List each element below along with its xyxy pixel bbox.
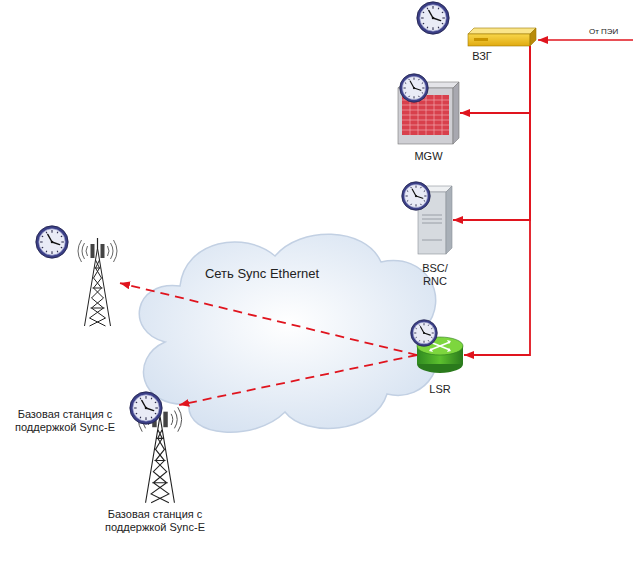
mgw-node: MGW — [398, 82, 459, 144]
node-label: LSR — [407, 383, 473, 396]
node-label: ВЗГ — [446, 50, 518, 63]
clock-icon — [130, 392, 162, 424]
vzg-device — [468, 28, 536, 46]
node-label: Базовая станция с поддержкой Sync-E — [10, 408, 120, 434]
base-station-node: Базовая станция с поддержкой Sync-E — [75, 240, 120, 325]
sync-feed — [464, 46, 530, 355]
sync-feed — [460, 46, 530, 113]
sync-feed — [453, 46, 530, 220]
base-station-node: Базовая станция с поддержкой Sync-E — [135, 405, 185, 502]
tower-icon — [78, 238, 117, 326]
clock-icon — [402, 182, 431, 211]
sync-link — [179, 355, 417, 405]
cloud-shape — [125, 222, 447, 444]
node-label: MGW — [393, 150, 464, 163]
vzg-node: ВЗГ — [466, 28, 536, 46]
bsc-node: BSC/ RNC — [418, 186, 452, 254]
clock-icon — [411, 320, 438, 347]
node-label: Базовая станция с поддержкой Sync-E — [100, 508, 210, 534]
clock-icon — [400, 74, 429, 103]
cloud-node: Сеть Sync Ethernet — [125, 222, 447, 444]
clock-icon — [36, 226, 68, 258]
input-arrow — [538, 39, 633, 41]
node-label: BSC/ RNC — [416, 262, 454, 288]
input-label: От ПЭИ — [588, 27, 619, 37]
lsr-node: LSR — [417, 337, 463, 373]
clock-icon — [417, 2, 449, 34]
node-label: Сеть Sync Ethernet — [187, 266, 337, 282]
sync-link — [120, 283, 417, 355]
